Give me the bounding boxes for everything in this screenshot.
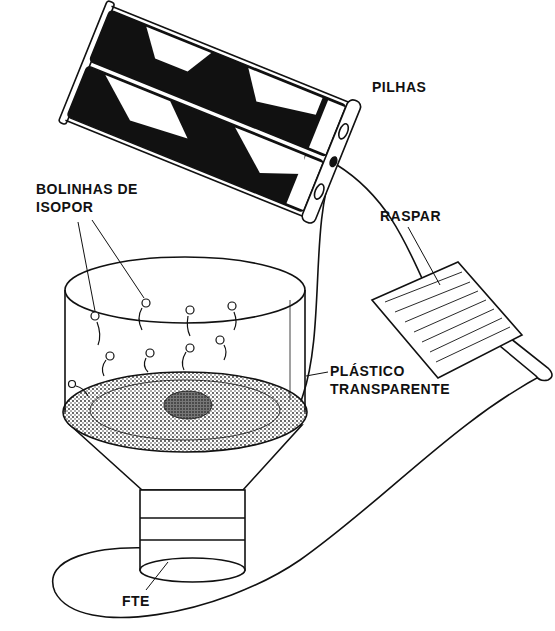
leader-line	[92, 220, 144, 298]
wires	[53, 165, 548, 617]
part-label: RASPAR	[380, 207, 470, 225]
plastic-cylinder	[65, 257, 305, 412]
leader-lines	[78, 220, 440, 590]
part-label: BOLINHAS DE ISOPOR	[36, 180, 146, 216]
leader-line	[146, 562, 168, 590]
rasp	[372, 262, 552, 381]
wire	[53, 372, 548, 617]
speaker	[63, 372, 307, 582]
part-label: FTE	[122, 592, 182, 610]
part-label: PILHAS	[372, 78, 492, 96]
leader-line	[306, 372, 328, 376]
wire	[337, 165, 425, 285]
leader-line	[78, 222, 95, 311]
leader-line	[408, 227, 440, 285]
styrofoam-balls	[69, 299, 237, 396]
part-label: PLÁSTICO TRANSPARENTE	[330, 362, 460, 398]
